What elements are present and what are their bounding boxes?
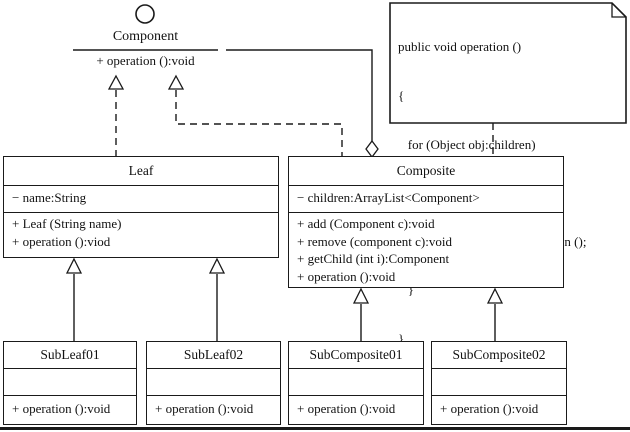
realization-arrowhead-composite-icon <box>167 74 185 90</box>
interface-component-operation: + operation ():void <box>96 53 195 68</box>
subcomposite02-attributes <box>432 369 566 396</box>
aggregation-line <box>226 49 373 141</box>
composite-attributes: − children:ArrayList<Component> <box>289 186 563 213</box>
subleaf01-operations: + operation ():void <box>4 396 136 424</box>
class-composite: Composite − children:ArrayList<Component… <box>288 156 564 288</box>
aggregation-diamond-icon <box>365 139 379 159</box>
subleaf02-class-name: SubLeaf02 <box>147 342 280 369</box>
class-subleaf01: SubLeaf01 + operation ():void <box>3 341 137 425</box>
class-subcomposite01: SubComposite01 + operation ():void <box>288 341 424 425</box>
subcomposite01-attributes <box>289 369 423 396</box>
note-line: { <box>398 88 405 104</box>
class-subleaf02: SubLeaf02 + operation ():void <box>146 341 281 425</box>
note-line: public void operation () <box>398 39 522 55</box>
subcomposite01-operations: + operation ():void <box>289 396 423 424</box>
note-fold-icon <box>611 3 626 18</box>
subleaf02-attributes <box>147 369 280 396</box>
subcomposite01-class-name: SubComposite01 <box>289 342 423 369</box>
class-subcomposite02: SubComposite02 + operation ():void <box>431 341 567 425</box>
note-line: } <box>398 282 414 298</box>
composite-operation: + getChild (int i):Component <box>297 251 450 266</box>
note-line: } <box>398 331 405 347</box>
subleaf02-operations: + operation ():void <box>147 396 280 424</box>
leaf-operations: + Leaf (String name) + operation ():viod <box>4 213 278 257</box>
leaf-attribute: − name:String <box>12 190 87 205</box>
composite-operation: + operation ():void <box>297 268 396 284</box>
subcomposite01-operation: + operation ():void <box>297 401 396 416</box>
leaf-operation: + operation ():viod <box>12 233 111 249</box>
interface-component-name: Component <box>112 29 179 44</box>
leaf-attributes: − name:String <box>4 186 278 213</box>
leaf-operation: + Leaf (String name) <box>12 216 122 231</box>
generalization-arrowhead-subleaf01-icon <box>65 257 83 274</box>
figure-bottom-rule <box>0 427 630 430</box>
composite-operation: + add (Component c):void <box>297 216 435 231</box>
composite-operation: + remove (component c):void <box>297 233 452 249</box>
subcomposite02-operations: + operation ():void <box>432 396 566 424</box>
realization-arrowhead-leaf-icon <box>107 74 125 90</box>
composite-operations: + add (Component c):void + remove (compo… <box>289 213 563 287</box>
subcomposite02-class-name: SubComposite02 <box>432 342 566 369</box>
realization-line-composite <box>175 90 343 156</box>
subleaf02-operation: + operation ():void <box>155 401 254 416</box>
generalization-arrowhead-subcomposite01-icon <box>352 287 370 304</box>
generalization-arrowhead-subcomposite02-icon <box>486 287 504 304</box>
note-border <box>389 2 627 124</box>
subleaf01-attributes <box>4 369 136 396</box>
class-leaf: Leaf − name:String + Leaf (String name) … <box>3 156 279 258</box>
note-line: for (Object obj:children) <box>398 136 536 152</box>
subcomposite02-operation: + operation ():void <box>440 401 539 416</box>
leaf-class-name: Leaf <box>4 157 278 186</box>
subleaf01-operation: + operation ():void <box>12 401 111 416</box>
interface-lollipop-icon <box>135 4 155 24</box>
composite-class-name: Composite <box>289 157 563 186</box>
generalization-arrowhead-subleaf02-icon <box>208 257 226 274</box>
subleaf01-class-name: SubLeaf01 <box>4 342 136 369</box>
composite-attribute: − children:ArrayList<Component> <box>297 190 480 205</box>
